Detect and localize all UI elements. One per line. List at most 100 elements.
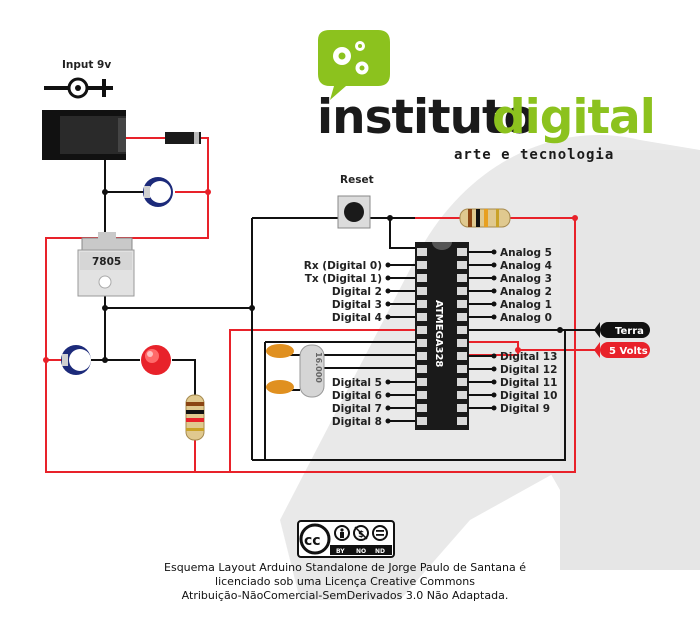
chip-pin: [457, 313, 467, 321]
left-pin-label: Digital 3: [332, 299, 382, 311]
chip-pin: [417, 274, 427, 282]
cc-by: BY: [336, 548, 345, 555]
chip-pin: [417, 326, 427, 334]
chip-pin: [417, 339, 427, 347]
right-pin-label: Analog 4: [500, 260, 552, 272]
reset-button: Reset: [337, 174, 374, 229]
right-pin-label: Analog 5: [500, 247, 552, 259]
right-pin-label: Digital 12: [500, 364, 557, 376]
left-pin-label: Rx (Digital 0): [304, 260, 382, 272]
left-pin-label: Digital 2: [332, 286, 382, 298]
polarity-icon: [44, 77, 113, 99]
pin-dot: [491, 314, 497, 320]
diode: [165, 132, 201, 144]
license-line-1: Esquema Layout Arduino Standalone de Jor…: [164, 561, 526, 574]
license-line-3: Atribuição-NãoComercial-SemDerivados 3.0…: [182, 589, 509, 602]
left-pin-label: Digital 7: [332, 403, 382, 415]
ground-label: Terra: [615, 326, 644, 337]
cc-icon: [299, 523, 331, 555]
dc-jack: Input 9v: [42, 59, 126, 160]
crystal-label: 16.000: [314, 352, 323, 383]
chip-pin: [417, 300, 427, 308]
chip-pin: [457, 274, 467, 282]
pin-dot: [385, 418, 391, 424]
left-pin-label: Tx (Digital 1): [305, 273, 382, 285]
chip-pin: [457, 287, 467, 295]
ceramic-capacitor-1: [266, 344, 294, 358]
left-pin-label: Digital 5: [332, 377, 382, 389]
speech-bubble-icon: [318, 30, 390, 100]
right-pin-label: Analog 2: [500, 286, 552, 298]
input-label: Input 9v: [62, 59, 111, 71]
chip-pin: [457, 391, 467, 399]
cc-nc: NO: [356, 548, 366, 555]
right-pin-label: Digital 10: [500, 390, 557, 402]
license-line-2: licenciado sob uma Licença Creative Comm…: [215, 575, 475, 588]
chip-pin: [457, 248, 467, 256]
regulator-label: 7805: [92, 256, 121, 268]
left-pin-label: Digital 4: [332, 312, 382, 324]
reset-label: Reset: [340, 174, 374, 186]
chip-pin: [457, 339, 467, 347]
chip-pin: [417, 287, 427, 295]
logo-tagline: arte e tecnologia: [454, 147, 614, 163]
chip-pin: [457, 404, 467, 412]
crystal-oscillator: 16.000: [299, 344, 325, 398]
right-pin-label: Analog 0: [500, 312, 552, 324]
right-pin-label: Digital 11: [500, 377, 557, 389]
chip-pin: [457, 261, 467, 269]
chip-pin: [457, 326, 467, 334]
left-pin-label: Digital 6: [332, 390, 382, 402]
led-red: [141, 345, 171, 375]
logo-word-instituto: instituto: [317, 90, 535, 145]
pin-dot: [385, 301, 391, 307]
pin-dot: [385, 275, 391, 281]
pin-dot: [385, 392, 391, 398]
pin-dot: [491, 353, 497, 359]
atmega-chip: ATMEGA328: [415, 242, 469, 430]
background-watermark: [280, 134, 700, 601]
right-pin-label: Digital 13: [500, 351, 557, 363]
logo: instituto digital arte e tecnologia: [317, 30, 656, 163]
chip-pin: [457, 300, 467, 308]
pin-dot: [385, 314, 391, 320]
chip-pin: [457, 365, 467, 373]
left-pin-label: Digital 8: [332, 416, 382, 428]
pin-dot: [491, 366, 497, 372]
pin-dot: [491, 301, 497, 307]
right-pin-label: Analog 1: [500, 299, 552, 311]
ceramic-capacitor-2: [266, 380, 294, 394]
chip-pin: [417, 417, 427, 425]
pin-dot: [491, 379, 497, 385]
pin-dot: [491, 392, 497, 398]
cc-text: cc: [304, 533, 321, 549]
chip-pin: [457, 378, 467, 386]
chip-pin: [417, 261, 427, 269]
chip-pin: [457, 417, 467, 425]
pin-dot: [491, 275, 497, 281]
chip-pin: [417, 391, 427, 399]
pin-dot: [491, 249, 497, 255]
pin-dot: [491, 405, 497, 411]
voltage-regulator: 7805: [77, 232, 135, 297]
chip-pins-right: [457, 248, 467, 425]
chip-pins-left: [417, 248, 427, 425]
right-pin-label: Analog 3: [500, 273, 552, 285]
pin-dot: [385, 262, 391, 268]
pin-dot: [385, 379, 391, 385]
junction-dots: [43, 189, 578, 363]
resistor-led: [185, 394, 205, 441]
svg-text:$: $: [358, 530, 364, 540]
electrolytic-capacitor-2: [61, 345, 91, 375]
cc-license-badge: cc $ BY NO ND: [297, 520, 395, 558]
right-pin-label: Digital 9: [500, 403, 550, 415]
cc-nd: ND: [375, 548, 385, 555]
power-terminal: 5 Volts: [515, 342, 650, 358]
resistor-reset: [459, 208, 511, 228]
pin-dot: [385, 288, 391, 294]
power-label: 5 Volts: [609, 346, 648, 357]
chip-pin: [417, 248, 427, 256]
chip-pin: [417, 378, 427, 386]
